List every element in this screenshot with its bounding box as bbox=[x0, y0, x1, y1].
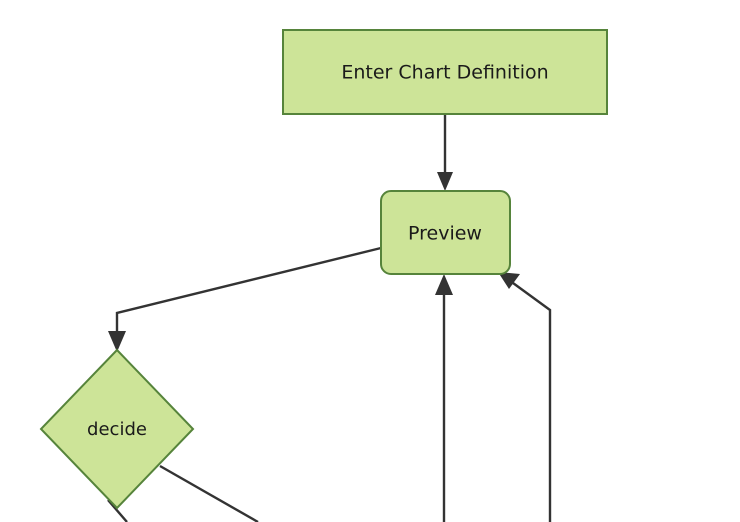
edge-line bbox=[107, 499, 128, 522]
arrowhead-icon bbox=[437, 172, 453, 191]
node-label-enter: Enter Chart Definition bbox=[341, 62, 548, 84]
node-label-preview: Preview bbox=[408, 223, 482, 245]
edge-line bbox=[159, 464, 259, 522]
edge-line bbox=[512, 282, 552, 522]
edge-line bbox=[115, 246, 382, 340]
arrowhead-icon bbox=[435, 274, 453, 295]
node-label-decide: decide bbox=[87, 419, 147, 440]
node-diamond[interactable] bbox=[39, 348, 195, 510]
edge-return-right-to-preview bbox=[498, 272, 552, 522]
edge-return-center-to-preview bbox=[435, 274, 453, 522]
edge-decide-down-right bbox=[159, 464, 259, 522]
node-rounded-rectangle[interactable] bbox=[380, 190, 511, 275]
node-decide[interactable]: decide bbox=[39, 348, 195, 510]
edge-enter-to-preview bbox=[437, 114, 453, 191]
arrowhead-icon bbox=[498, 272, 520, 289]
edge-decide-down bbox=[107, 499, 128, 522]
arrowhead-icon bbox=[108, 331, 126, 352]
node-preview[interactable]: Preview bbox=[380, 190, 511, 275]
node-enter-chart-definition[interactable]: Enter Chart Definition bbox=[282, 29, 608, 115]
edge-preview-to-decide bbox=[108, 246, 382, 352]
node-rectangle[interactable] bbox=[282, 29, 608, 115]
